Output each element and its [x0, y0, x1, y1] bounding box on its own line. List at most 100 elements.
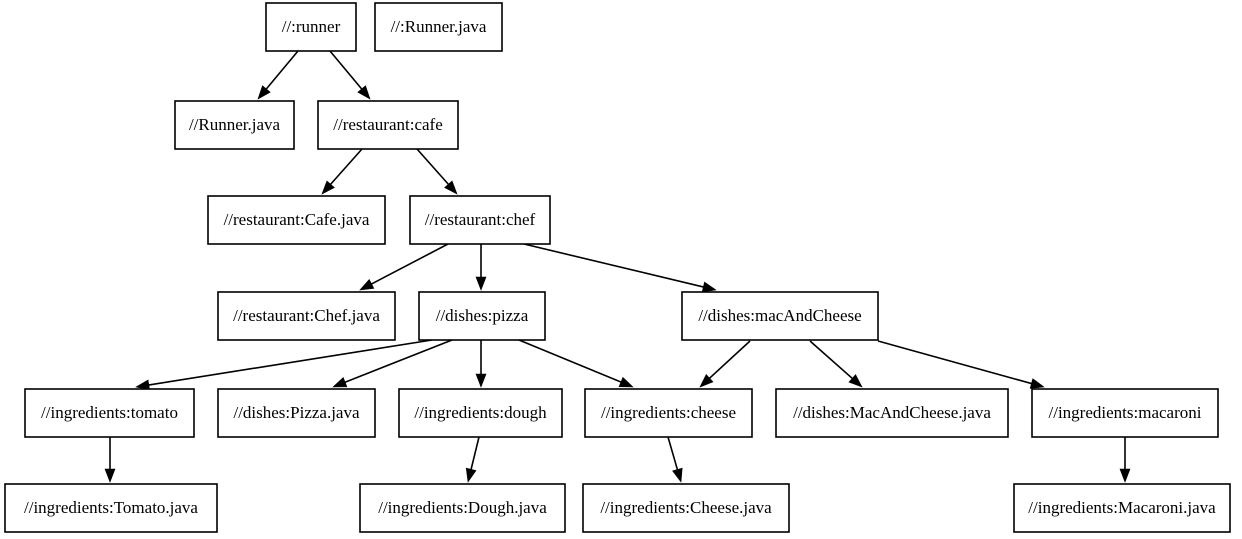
graph-node-ing_dough[interactable]: //ingredients:dough [398, 388, 563, 438]
graph-edge [332, 339, 453, 388]
node-box[interactable] [265, 2, 357, 52]
node-box[interactable] [775, 388, 1009, 438]
graph-node-dishes_pizza[interactable]: //dishes:pizza [418, 291, 546, 341]
node-box[interactable] [398, 388, 563, 438]
graph-edge [329, 50, 371, 100]
edge-arrowhead-icon [618, 376, 634, 388]
edge-line [329, 50, 364, 92]
edges-layer [104, 50, 1131, 483]
edge-arrowhead-icon [475, 373, 487, 388]
graph-edge [1119, 437, 1131, 483]
graph-edge [416, 148, 458, 195]
edge-arrowhead-icon [1029, 378, 1045, 389]
graph-edge [667, 436, 683, 483]
edge-line [877, 340, 1034, 385]
graph-edge [257, 50, 299, 100]
node-box[interactable] [217, 291, 396, 341]
edge-line [469, 436, 480, 472]
graph-edge [518, 339, 634, 388]
edge-line [707, 340, 751, 381]
node-label: //restaurant:Chef.java [233, 306, 380, 325]
graph-node-ing_tomato[interactable]: //ingredients:tomato [24, 388, 195, 438]
node-box[interactable] [359, 483, 566, 533]
edge-arrowhead-icon [444, 180, 458, 195]
graph-node-restaurant_chef[interactable]: //restaurant:chef [409, 195, 551, 245]
node-label: //dishes:MacAndCheese.java [793, 403, 991, 422]
node-label: //dishes:pizza [436, 306, 529, 325]
node-box[interactable] [374, 2, 503, 52]
graph-node-ing_macaroni[interactable]: //ingredients:macaroni [1031, 388, 1219, 438]
graph-node-root_runner_java[interactable]: //:Runner.java [374, 2, 503, 52]
graph-node-runner_java[interactable]: //Runner.java [174, 100, 295, 150]
edge-arrowhead-icon [701, 281, 717, 293]
graph-edge [321, 148, 363, 195]
graph-node-ing_macaroni_java[interactable]: //ingredients:Macaroni.java [1013, 483, 1231, 533]
node-box[interactable] [1013, 483, 1231, 533]
edge-arrowhead-icon [104, 468, 116, 483]
node-label: //dishes:Pizza.java [233, 403, 360, 422]
node-label: //ingredients:Macaroni.java [1028, 498, 1216, 517]
edge-line [146, 339, 433, 387]
graph-edge [359, 243, 449, 291]
node-box[interactable] [24, 388, 195, 438]
graph-edge [104, 437, 116, 483]
node-label: //:runner [282, 17, 341, 36]
edge-line [518, 339, 624, 384]
node-box[interactable] [409, 195, 551, 245]
node-box[interactable] [1031, 388, 1219, 438]
edge-line [416, 148, 451, 187]
graph-node-ing_cheese[interactable]: //ingredients:cheese [584, 388, 753, 438]
edge-line [809, 340, 855, 381]
graph-edge [475, 340, 487, 388]
node-box[interactable] [584, 388, 753, 438]
node-box[interactable] [4, 483, 218, 533]
node-label: //ingredients:cheese [601, 403, 736, 422]
edge-arrowhead-icon [1119, 468, 1131, 483]
node-label: //ingredients:Cheese.java [600, 498, 772, 517]
edge-arrowhead-icon [465, 467, 477, 483]
graph-node-dishes_macandcheese_java[interactable]: //dishes:MacAndCheese.java [775, 388, 1009, 438]
edge-line [369, 243, 449, 286]
node-box[interactable] [207, 195, 386, 245]
graph-node-restaurant_cafe[interactable]: //restaurant:cafe [317, 100, 459, 150]
graph-node-restaurant_chef_java[interactable]: //restaurant:Chef.java [217, 291, 396, 341]
edge-line [667, 436, 679, 472]
graph-edge [465, 436, 480, 483]
node-box[interactable] [418, 291, 546, 341]
graph-edge [523, 243, 717, 293]
edge-arrowhead-icon [321, 180, 335, 195]
node-box[interactable] [174, 100, 295, 150]
node-label: //ingredients:Dough.java [378, 498, 547, 517]
node-box[interactable] [217, 388, 376, 438]
graph-node-ing_dough_java[interactable]: //ingredients:Dough.java [359, 483, 566, 533]
node-label: //Runner.java [189, 115, 281, 134]
graph-node-restaurant_cafe_java[interactable]: //restaurant:Cafe.java [207, 195, 386, 245]
graph-node-ing_tomato_java[interactable]: //ingredients:Tomato.java [4, 483, 218, 533]
edge-line [523, 243, 706, 289]
graph-node-dishes_pizza_java[interactable]: //dishes:Pizza.java [217, 388, 376, 438]
graph-node-dishes_macandcheese[interactable]: //dishes:macAndCheese [681, 291, 879, 341]
node-label: //restaurant:cafe [333, 115, 443, 134]
node-label: //ingredients:dough [414, 403, 547, 422]
edge-arrowhead-icon [357, 85, 371, 100]
edge-arrowhead-icon [672, 467, 683, 483]
graph-node-ing_cheese_java[interactable]: //ingredients:Cheese.java [582, 483, 790, 533]
graph-edge [877, 340, 1045, 389]
node-label: //restaurant:chef [425, 210, 536, 229]
edge-arrowhead-icon [699, 373, 714, 388]
node-label: //ingredients:macaroni [1049, 403, 1202, 422]
edge-line [342, 339, 453, 384]
graph-edge [809, 340, 863, 388]
edge-arrowhead-icon [359, 279, 375, 291]
node-box[interactable] [681, 291, 879, 341]
node-box[interactable] [582, 483, 790, 533]
graph-node-runner[interactable]: //:runner [265, 2, 357, 52]
edge-arrowhead-icon [848, 374, 863, 388]
edge-line [264, 50, 299, 92]
edge-arrowhead-icon [332, 377, 348, 388]
node-box[interactable] [317, 100, 459, 150]
edge-line [328, 148, 363, 187]
node-label: //ingredients:tomato [41, 403, 178, 422]
